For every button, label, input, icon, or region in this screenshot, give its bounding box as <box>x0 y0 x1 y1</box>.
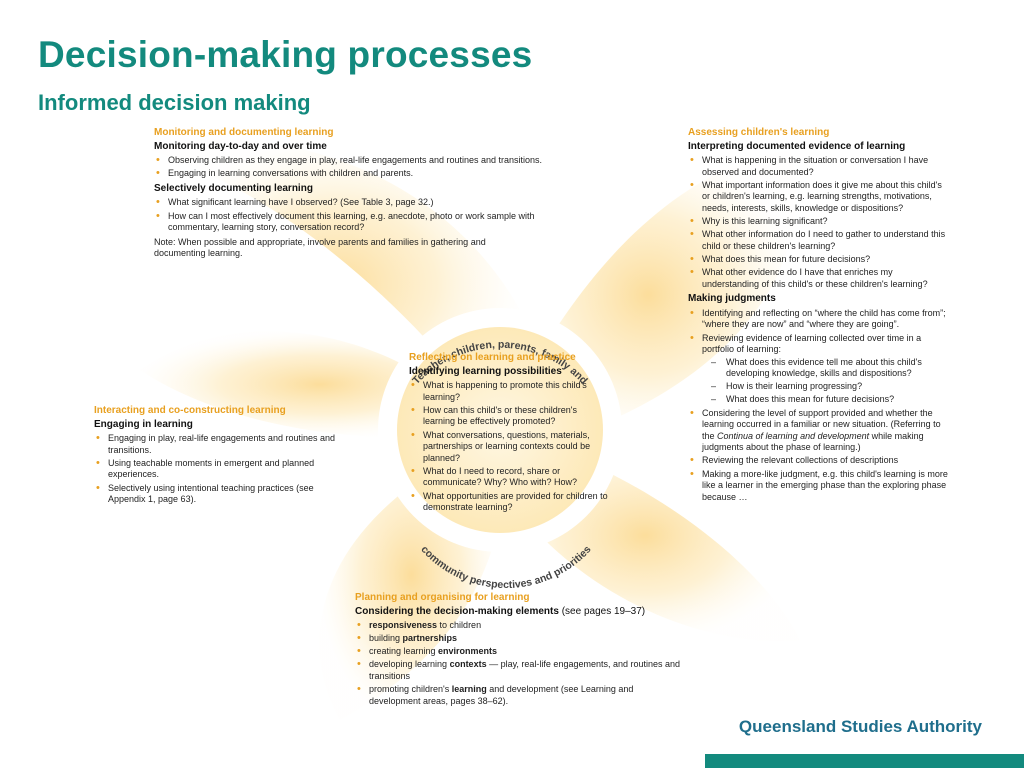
list-item-keyword: learning <box>451 684 487 695</box>
list-item-text: developing learning <box>369 659 450 670</box>
assessing-subheading-2: Making judgments <box>688 293 776 305</box>
list-item: What opportunities are provided for chil… <box>409 491 609 514</box>
list-item: responsiveness to children <box>355 620 685 632</box>
list-item-text: Considering the level of support provide… <box>702 407 941 441</box>
list-item: What does this mean for future decisions… <box>688 254 950 266</box>
list-item-keyword: environments <box>438 646 498 657</box>
list-item-text: to children <box>437 620 482 631</box>
assessing-section: Assessing children's learning Interpreti… <box>688 127 950 506</box>
list-item: How can I most effectively document this… <box>154 211 574 234</box>
list-item-text: creating learning <box>369 646 439 657</box>
footer-bar <box>705 754 1024 768</box>
list-item: What other evidence do I have that enric… <box>688 267 950 290</box>
page-title: Decision-making processes <box>38 34 533 75</box>
list-item: Using teachable moments in emergent and … <box>94 458 339 481</box>
reflecting-subheading: Identifying learning possibilities <box>409 365 562 377</box>
reflecting-section: Reflecting on learning and practice Iden… <box>409 352 609 517</box>
list-item-text: Reviewing evidence of learning collected… <box>702 332 922 355</box>
interacting-section: Interacting and co-constructing learning… <box>94 405 339 509</box>
list-item: How can this child's or these children's… <box>409 405 609 428</box>
list-item-text: and development (see Learning and develo… <box>369 684 634 706</box>
planning-heading: Planning and organising for learning <box>355 592 530 603</box>
sub-list-item: What does this mean for future decisions… <box>708 394 950 406</box>
list-item: What conversations, questions, materials… <box>409 430 609 465</box>
monitoring-subheading-1: Monitoring day-to-day and over time <box>154 140 327 152</box>
page-subtitle: Informed decision making <box>38 90 311 115</box>
sub-list-item: How is their learning progressing? <box>708 381 950 393</box>
list-item: Observing children as they engage in pla… <box>154 155 574 167</box>
monitoring-section: Monitoring and documenting learning Moni… <box>154 127 574 260</box>
monitoring-subheading-2: Selectively documenting learning <box>154 182 313 194</box>
list-item-text: while making judgments about the phase o… <box>702 430 924 453</box>
list-item: Reviewing the relevant collections of de… <box>688 455 950 467</box>
list-item: Engaging in play, real-life engagements … <box>94 433 339 456</box>
list-item: promoting children's learning and develo… <box>355 684 685 707</box>
list-item-text: — play, real-life engagements, and routi… <box>369 659 681 682</box>
list-item: What is happening to promote this child'… <box>409 380 609 403</box>
list-item-text: promoting children's <box>369 684 452 695</box>
interacting-heading: Interacting and co-constructing learning <box>94 405 286 416</box>
list-item: What do I need to record, share or commu… <box>409 466 609 489</box>
list-item-keyword: partnerships <box>402 633 458 644</box>
list-item-text: building <box>369 633 403 644</box>
list-item: developing learning contexts — play, rea… <box>355 659 685 682</box>
planning-subheading-text: Considering the decision-making elements <box>355 605 559 617</box>
list-item: What is happening in the situation or co… <box>688 155 950 178</box>
continua-title: Continua of learning and development <box>717 430 870 441</box>
list-item-keyword: contexts <box>449 659 487 670</box>
planning-subheading: Considering the decision-making elements… <box>355 606 685 618</box>
interacting-subheading: Engaging in learning <box>94 418 193 430</box>
list-item: Making a more-like judgment, e.g. this c… <box>688 469 950 504</box>
list-item: What significant learning have I observe… <box>154 197 574 209</box>
reflecting-heading: Reflecting on learning and practice <box>409 352 576 363</box>
list-item: Considering the level of support provide… <box>688 408 950 454</box>
list-item: Engaging in learning conversations with … <box>154 168 574 180</box>
list-item-keyword: responsiveness <box>369 620 438 631</box>
list-item: Why is this learning significant? <box>688 216 950 228</box>
planning-subheading-pages: (see pages 19–37) <box>558 605 646 617</box>
list-item: building partnerships <box>355 633 685 645</box>
sub-list-item: What does this evidence tell me about th… <box>708 357 950 380</box>
monitoring-note: Note: When possible and appropriate, inv… <box>154 236 486 259</box>
planning-section: Planning and organising for learning Con… <box>355 592 685 710</box>
list-item: Selectively using intentional teaching p… <box>94 483 339 506</box>
list-item: What important information does it give … <box>688 180 950 215</box>
list-item: What other information do I need to gath… <box>688 229 950 252</box>
organisation-logo-text: Queensland Studies Authority <box>738 717 982 736</box>
assessing-subheading-1: Interpreting documented evidence of lear… <box>688 140 906 152</box>
list-item: creating learning environments <box>355 646 685 658</box>
list-item: Identifying and reflecting on “where the… <box>688 308 950 331</box>
list-item: Reviewing evidence of learning collected… <box>688 333 950 407</box>
monitoring-heading: Monitoring and documenting learning <box>154 127 334 138</box>
assessing-heading: Assessing children's learning <box>688 127 830 138</box>
